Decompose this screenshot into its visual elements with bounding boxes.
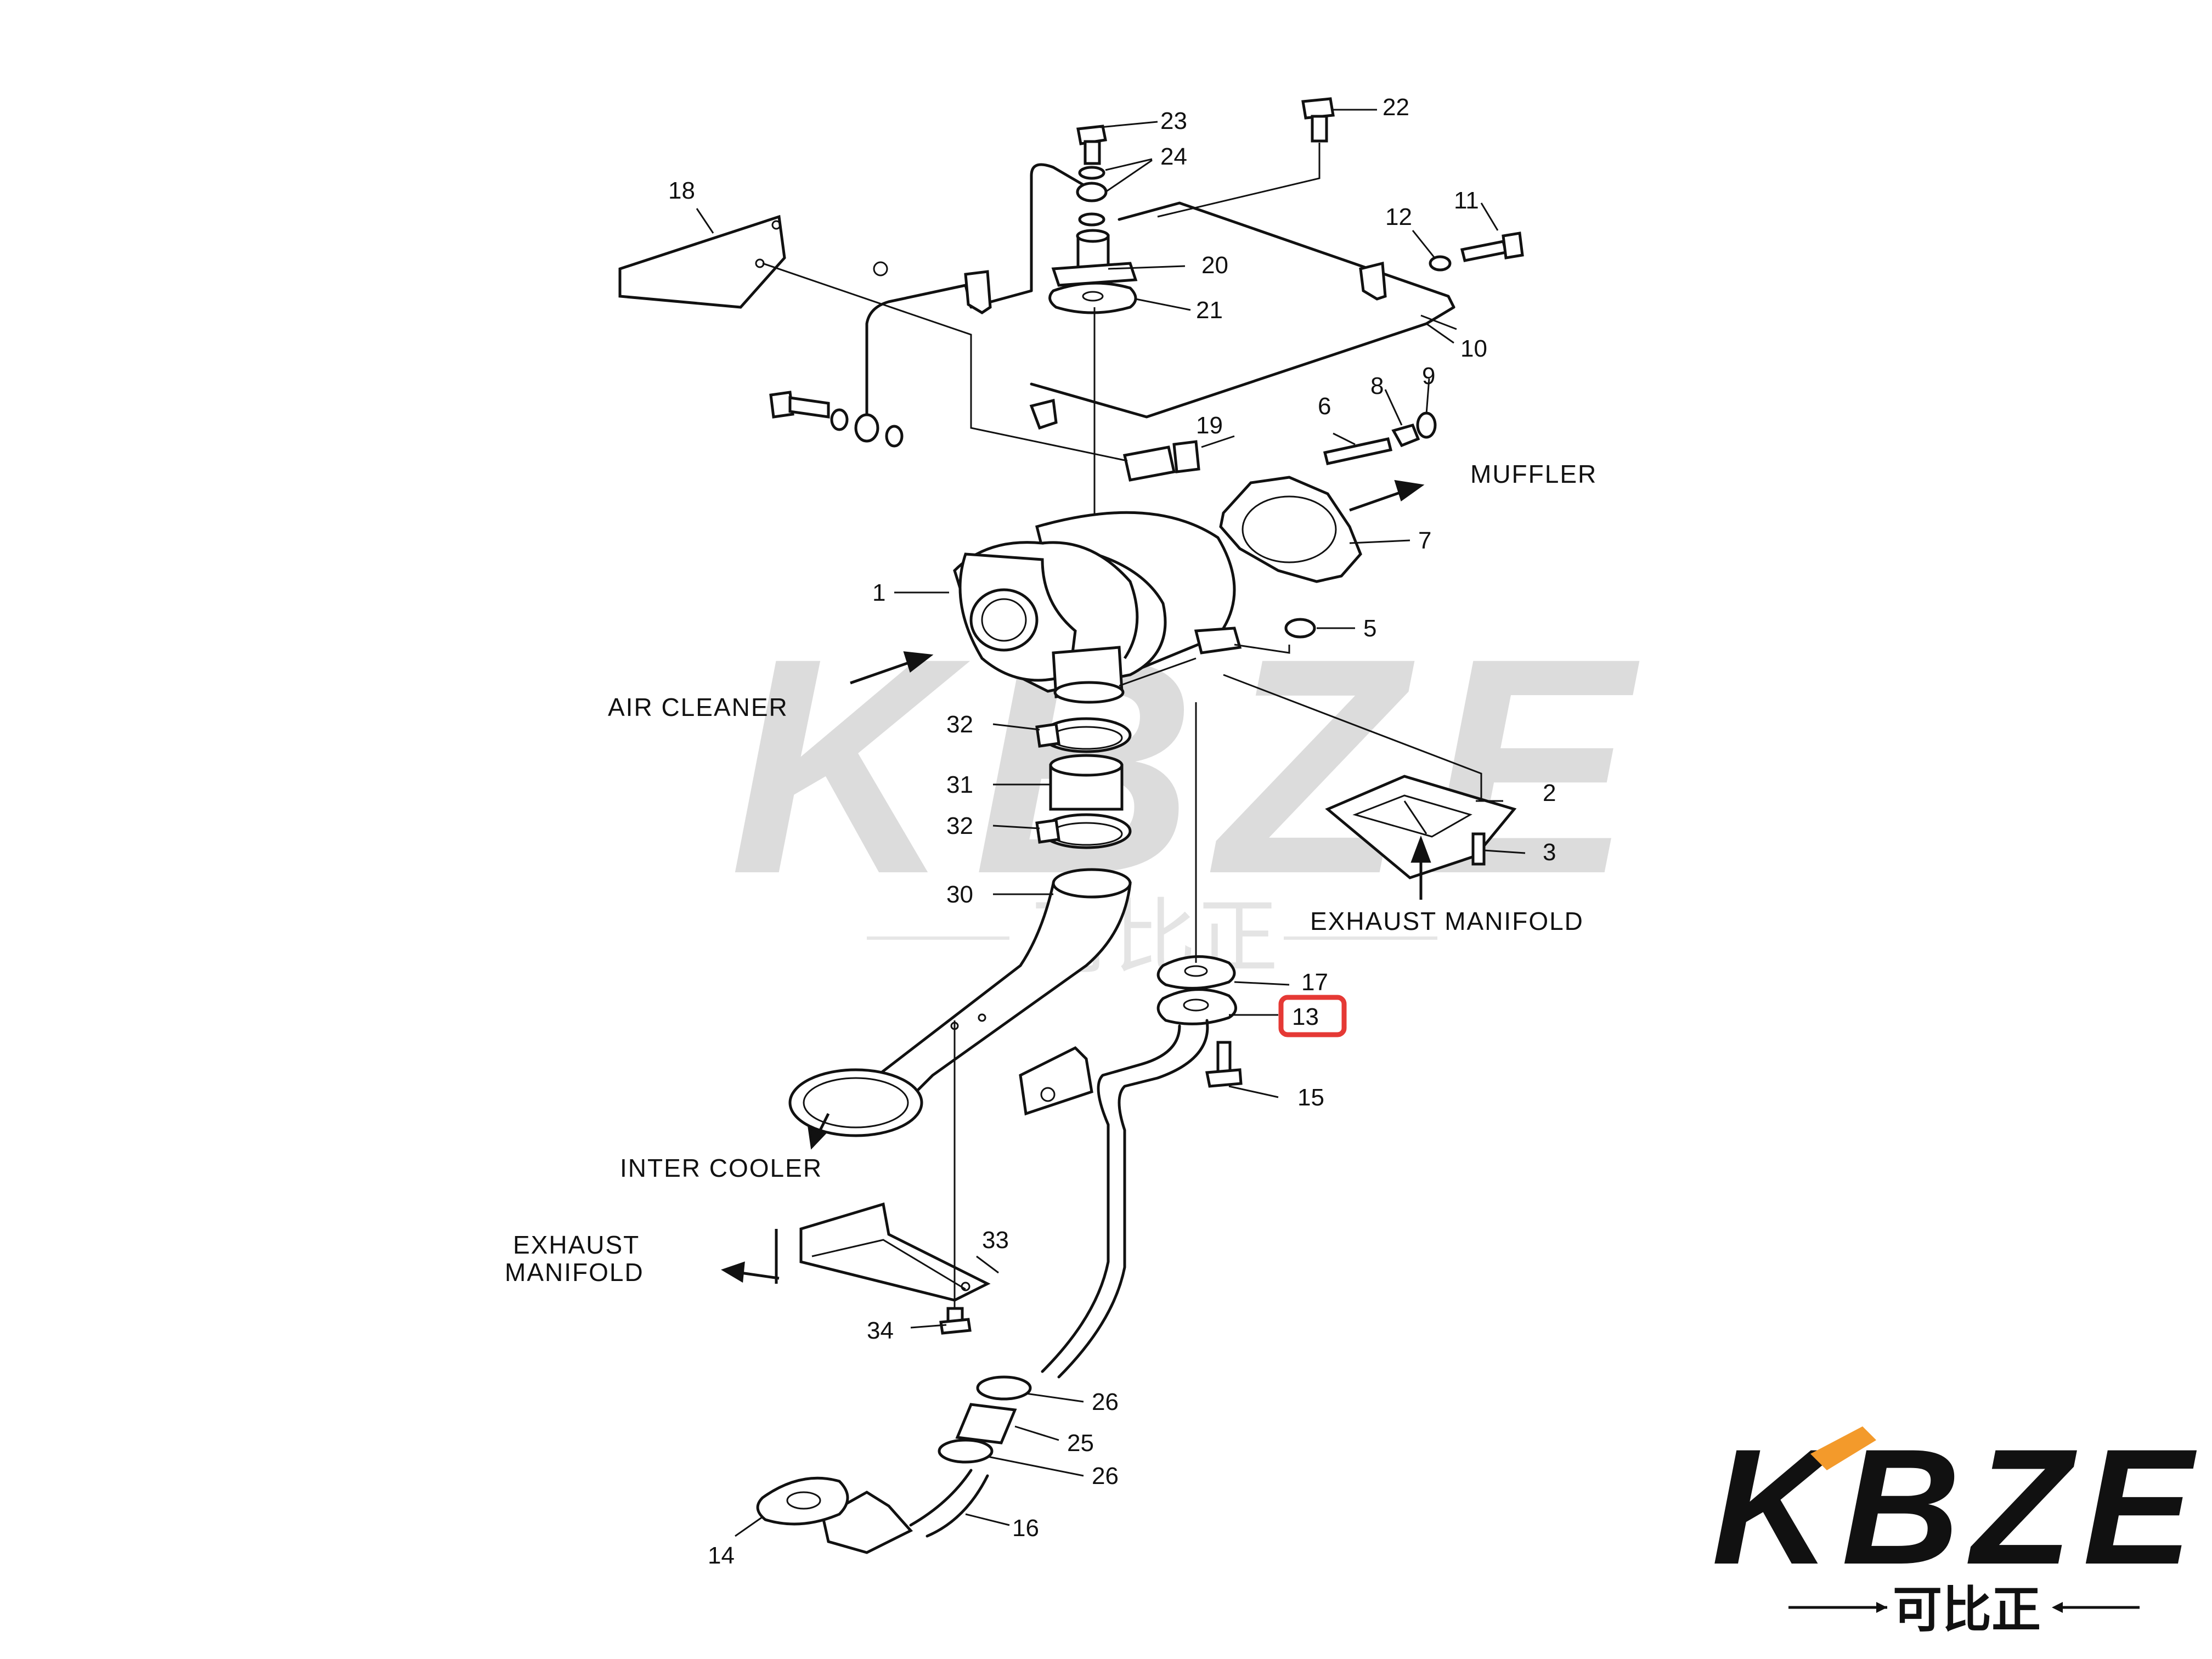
part-13-gasket — [1156, 988, 1237, 1025]
logo-accent — [1810, 1426, 1876, 1470]
part-14-gasket — [756, 1476, 849, 1526]
callout-26-upper: 26 — [1092, 1389, 1119, 1415]
leader-lines — [735, 109, 1526, 1537]
part-1-turbocharger — [953, 511, 1482, 812]
callout-24: 24 — [1160, 143, 1187, 170]
caption-air-cleaner: AIR CLEANER — [608, 693, 788, 721]
part-26-clamp-upper — [976, 1375, 1032, 1401]
callout-7: 7 — [1418, 527, 1431, 554]
part-2-manifold-gasket — [1325, 775, 1517, 879]
part-19-bolt — [762, 262, 1200, 482]
part-9-washer — [1416, 411, 1437, 439]
callout-12: 12 — [1385, 204, 1412, 230]
part-18-bracket — [618, 208, 786, 309]
part-8-nut — [1391, 423, 1420, 448]
callout-32-upper: 32 — [946, 711, 973, 738]
part-12-washer — [1429, 255, 1452, 272]
callout-15: 15 — [1297, 1084, 1324, 1111]
callout-8: 8 — [1370, 373, 1384, 399]
logo-text: KBZE — [1712, 1414, 2204, 1599]
part-31-hose — [1049, 754, 1124, 811]
callout-9: 9 — [1422, 363, 1435, 390]
part-3-stud — [1471, 832, 1486, 866]
part-17-gasket — [1156, 955, 1236, 990]
callout-3: 3 — [1543, 839, 1556, 866]
logo-subtext: 可比正 — [1893, 1581, 2041, 1639]
callout-2: 2 — [1543, 780, 1556, 806]
part-22-bolt — [1157, 97, 1335, 218]
part-23-bolt — [1076, 125, 1107, 165]
callout-13: 13 — [1292, 1003, 1319, 1030]
part-32-clamp-upper — [1035, 717, 1132, 753]
part-26-clamp-lower — [938, 1438, 994, 1464]
caption-exhaust-manifold-left-2: MANIFOLD — [505, 1258, 644, 1286]
part-20-fitting — [1051, 229, 1138, 287]
caption-muffler: MUFFLER — [1470, 460, 1597, 488]
flow-arrows — [721, 479, 1431, 1284]
callout-30: 30 — [946, 881, 973, 908]
part-15-bolt — [1205, 1041, 1243, 1088]
part-11-bolt — [1460, 232, 1524, 262]
callout-21: 21 — [1196, 297, 1223, 324]
callout-11: 11 — [1454, 187, 1479, 214]
callout-labels: 1 2 3 5 6 7 8 9 10 11 12 14 15 16 17 18 … — [668, 94, 1556, 1569]
callout-25: 25 — [1067, 1430, 1094, 1457]
part-5-nut — [1284, 618, 1316, 639]
brand-logo: KBZE 可比正 — [1712, 1414, 2204, 1639]
callout-14: 14 — [708, 1542, 735, 1569]
callout-18: 18 — [668, 177, 695, 204]
caption-inter-cooler: INTER COOLER — [620, 1154, 822, 1182]
callout-6: 6 — [1318, 393, 1331, 420]
callout-13-highlight[interactable]: 13 — [1278, 995, 1347, 1037]
callout-31: 31 — [946, 771, 973, 798]
part-21-gasket — [1048, 281, 1137, 314]
part-33-bracket — [799, 1020, 991, 1328]
part-24-washers — [1076, 166, 1108, 227]
part-25-hose — [955, 1403, 1017, 1444]
callout-5: 5 — [1363, 615, 1376, 642]
callout-32-lower: 32 — [946, 812, 973, 839]
part-32-clamp-lower — [1035, 813, 1132, 849]
callout-19: 19 — [1196, 412, 1223, 439]
callout-23: 23 — [1160, 108, 1187, 134]
part-30-intercooler-pipe — [788, 868, 1132, 1137]
caption-exhaust-manifold-left-1: EXHAUST — [513, 1231, 640, 1259]
callout-33: 33 — [982, 1227, 1009, 1254]
callout-17: 17 — [1301, 969, 1328, 996]
left-banjo-bolt — [769, 391, 904, 448]
callout-22: 22 — [1383, 94, 1409, 121]
callout-1: 1 — [872, 579, 885, 606]
caption-exhaust-manifold-right: EXHAUST MANIFOLD — [1310, 907, 1584, 935]
part-6-stud — [1323, 437, 1393, 465]
callout-10: 10 — [1460, 335, 1487, 362]
callout-16: 16 — [1012, 1515, 1039, 1542]
captions: MUFFLER AIR CLEANER EXHAUST MANIFOLD INT… — [505, 460, 1597, 1286]
part-10-pipe — [865, 163, 1455, 430]
part-7-flange-gasket — [1219, 476, 1362, 583]
callout-26-lower: 26 — [1092, 1463, 1119, 1489]
callout-34: 34 — [867, 1317, 894, 1344]
part-34-bolt — [939, 1307, 972, 1335]
callout-20: 20 — [1201, 252, 1228, 279]
